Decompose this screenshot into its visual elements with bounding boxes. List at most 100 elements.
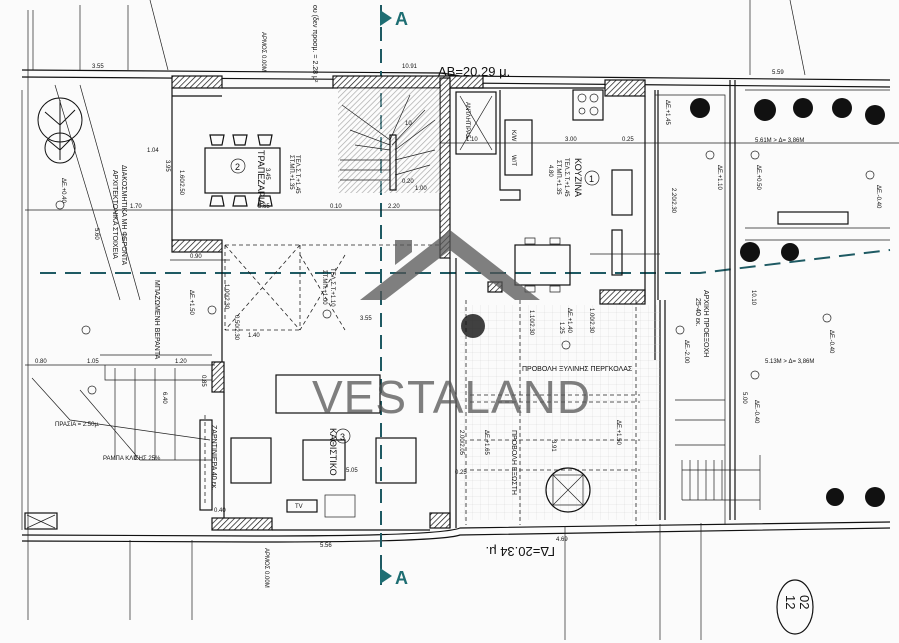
svg-text:ΤΕΛ.Σ.Τ.+1.10: ΤΕΛ.Σ.Τ.+1.10 [329,268,335,307]
annotations: ΑΝΤΛΗΤΙΡΑΣ K/W W/T ΜΠΑΖΩΜΕΝΗ ΒΕΡΑΝΤΑ ΔΙΑ… [54,32,814,588]
svg-text:ΔΕ.+1.40: ΔΕ.+1.40 [566,308,572,334]
staircase: 10 [338,88,440,193]
front-steps [31,354,212,461]
svg-text:0.90: 0.90 [190,254,202,260]
svg-text:ΔΕ.-2.00: ΔΕ.-2.00 [683,340,689,364]
svg-text:5.60: 5.60 [93,228,99,240]
svg-text:0.10: 0.10 [330,204,342,210]
svg-text:1.05: 1.05 [87,359,99,365]
svg-text:3.55: 3.55 [360,316,372,322]
stair-step: 10 [405,121,412,127]
svg-text:ΔΕ.+1.50: ΔΕ.+1.50 [188,290,194,316]
svg-text:ΔΕ.+0.40: ΔΕ.+0.40 [60,178,66,204]
svg-text:02: 02 [797,595,812,609]
svg-text:10.10: 10.10 [750,290,756,306]
svg-text:5.61M > Δ= 3,86M: 5.61M > Δ= 3,86M [755,138,804,144]
pergola-label: ΠΡΟΒΟΛΗ ΞΥΛΙΝΗΣ ΠΕΡΓΚΟΛΑΣ [522,366,633,373]
svg-text:4.80: 4.80 [547,165,553,177]
svg-text:1.00/2.30: 1.00/2.30 [588,308,594,334]
svg-text:5.13M > Δ= 3,86M: 5.13M > Δ= 3,86M [765,359,814,365]
svg-text:0.50/2.30: 0.50/2.30 [233,315,239,341]
svg-text:ΣΤ.ΜΠ.+1.35: ΣΤ.ΜΠ.+1.35 [555,160,561,195]
svg-text:ΤΡΑΠΕΖΑΡΙΑ: ΤΡΑΠΕΖΑΡΙΑ [256,150,266,205]
section-marker-bottom: A [395,568,408,588]
svg-text:0.85: 0.85 [200,375,206,387]
room-living: 3 ΚΑΘΙΣΤΙΚΟ 5.05 [328,428,358,476]
svg-text:1.70: 1.70 [130,204,142,210]
dimensions: 3.55 10.91 5.59 3.00 0.25 1.10 0.10 3.65… [25,64,899,549]
svg-text:3.45: 3.45 [264,168,270,180]
svg-text:ΔΕ.-0.40: ΔΕ.-0.40 [828,330,834,354]
svg-text:TV: TV [295,504,303,510]
svg-text:1.10/2.30: 1.10/2.30 [528,310,534,336]
svg-text:ΤΕΛ.Σ.Τ.+1.45: ΤΕΛ.Σ.Τ.+1.45 [563,158,569,197]
svg-text:25-40 εκ.: 25-40 εκ. [694,298,701,326]
dining-table [204,134,281,207]
openings: 1.60/2.50 2.20/2.30 1.00/2.30 0.50/2.30 … [178,170,676,456]
room-dining: 2 ΤΡΑΠΕΖΑΡΙΑ ΤΕΛ.Σ.Τ.+1.45 ΣΤ.ΜΠ.+1.35 3… [230,150,300,205]
pergola-dashed [199,244,640,525]
svg-text:1: 1 [589,174,594,184]
svg-text:5.59: 5.59 [772,70,784,76]
lower-staircase [675,399,761,510]
svg-text:2.20/2.30: 2.20/2.30 [670,188,676,214]
svg-text:ΡΑΜΠΑ ΚΛΙΣΗΣ 25%: ΡΑΜΠΑ ΚΛΙΣΗΣ 25% [103,456,161,462]
svg-text:12: 12 [783,595,798,609]
svg-text:1.00: 1.00 [415,186,427,192]
svg-text:0.25: 0.25 [622,137,634,143]
svg-text:0.20: 0.20 [402,179,414,185]
svg-text:3.65: 3.65 [258,204,270,210]
svg-text:W/T: W/T [510,155,516,166]
pergola-area [460,305,660,520]
svg-text:ΑΡΧΙΤΕΚΤΟΝΙΚΑ ΣΤΟΙΧΕΙΑ: ΑΡΧΙΤΕΚΤΟΝΙΚΑ ΣΤΟΙΧΕΙΑ [111,170,118,259]
svg-text:ΠΡΑΣΙΑ = 2.50μ.: ΠΡΑΣΙΑ = 2.50μ. [55,422,100,428]
svg-text:ΤΕΛ.Σ.Τ.+1.45: ΤΕΛ.Σ.Τ.+1.45 [294,155,300,194]
walls [171,75,890,531]
veranda-label: ΜΠΑΖΩΜΕΝΗ ΒΕΡΑΝΤΑ [153,280,160,360]
svg-text:1.00/2.30: 1.00/2.30 [223,284,229,310]
svg-text:ΔΕ.+0.50: ΔΕ.+0.50 [755,165,761,191]
svg-text:3.91: 3.91 [550,440,556,452]
svg-text:5.56: 5.56 [320,543,332,549]
svg-text:6.40: 6.40 [161,392,167,404]
svg-text:3: 3 [340,432,345,442]
svg-text:2.00/2.05: 2.00/2.05 [458,430,464,456]
kitchen-table [514,237,571,293]
svg-text:K/W: K/W [510,130,516,142]
svg-text:1.10: 1.10 [466,137,478,143]
frontage-gd: ΓΔ=20.34 μ. [486,544,556,559]
svg-text:0.25: 0.25 [455,470,467,476]
section-marker-top: A [395,9,408,29]
svg-text:ΔΕ.+1.45: ΔΕ.+1.45 [664,100,670,126]
planter-label: ΖΑΡΝΤΙΝΙΕΡΑ 40 εκ. [210,425,217,490]
watermark: VESTALAND [312,230,590,423]
svg-text:4.69: 4.69 [556,537,568,543]
balcony-label: ΠΡΟΒΟΛΗ ΕΞΩΣΤΗ [510,430,517,495]
sheet-marker: 02 12 [776,579,814,635]
svg-text:ΔΕ.+1.65: ΔΕ.+1.65 [483,430,489,456]
svg-text:ΔΙΑΚΟΣΜΗΤΙΚΑ ΜΗ ΦΕΡΟΝΤΑ: ΔΙΑΚΟΣΜΗΤΙΚΑ ΜΗ ΦΕΡΟΝΤΑ [120,165,127,266]
shrubs [461,98,885,507]
svg-text:1.60/2.50: 1.60/2.50 [178,170,184,196]
room-kitchen: 1 ΚΟΥΖΙΝΑ ΤΕΛ.Σ.Τ.+1.45 ΣΤ.ΜΠ.+1.35 4.80 [547,158,600,197]
svg-text:3.95: 3.95 [164,160,170,172]
pump-label: ΑΝΤΛΗΤΙΡΑΣ [464,102,470,139]
svg-text:1.04: 1.04 [147,148,159,154]
svg-text:1.25: 1.25 [558,322,564,334]
svg-text:1.40: 1.40 [248,333,260,339]
svg-text:ΚΟΥΖΙΝΑ: ΚΟΥΖΙΝΑ [573,158,583,197]
svg-text:ΑΡΧΙΚΗ ΠΡΟΕΞΟΧΗ: ΑΡΧΙΚΗ ΠΡΟΕΞΟΧΗ [702,290,709,357]
svg-text:1.20: 1.20 [175,359,187,365]
note-top: ου (δεν προσμ. = 2.28 μ² [311,5,318,83]
svg-text:5.05: 5.05 [346,468,358,474]
planter [199,211,849,511]
frontage-ab: AB=20.29 μ. [438,64,510,79]
svg-text:10.91: 10.91 [402,64,418,70]
svg-text:0.40: 0.40 [214,508,226,514]
pergola-table [545,467,591,513]
living-room-furniture [24,374,417,530]
svg-text:5.00: 5.00 [741,392,747,404]
svg-text:2: 2 [235,162,240,172]
svg-text:ΑΡΜΟΣ 0.00M: ΑΡΜΟΣ 0.00M [263,548,269,588]
